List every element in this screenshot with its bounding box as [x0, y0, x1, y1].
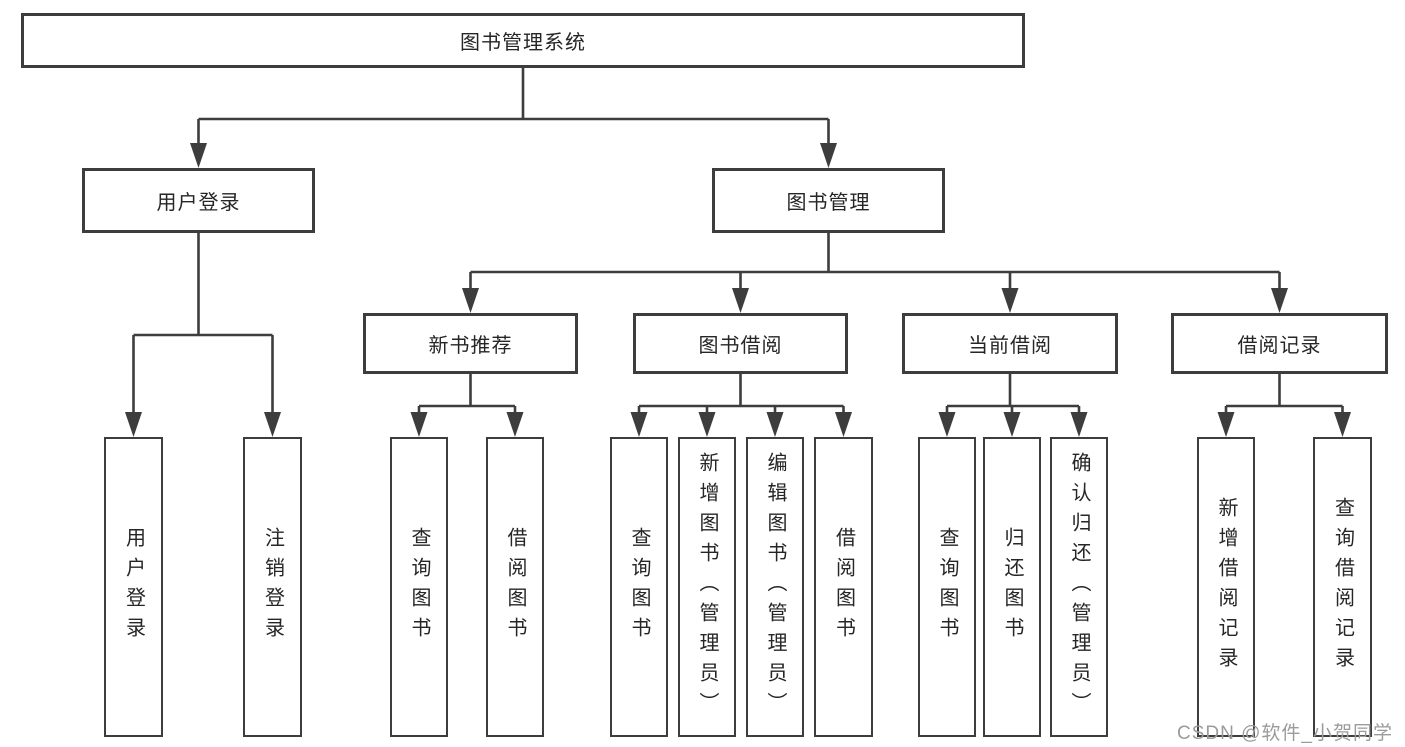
node-book-management-label: 图书管理 [786, 192, 871, 214]
arrowhead [835, 412, 852, 437]
node-borrow-records-label: 借阅记录 [1237, 335, 1322, 357]
node-user-login: 用户登录 [82, 168, 315, 233]
leaf-borrow-query-books-label: 查询图书 [628, 527, 650, 647]
arrowhead [462, 288, 479, 313]
arrowhead [766, 412, 784, 437]
node-new-book-recommend: 新书推荐 [363, 313, 578, 374]
leaf-recommend-query-books: 查询图书 [390, 437, 448, 737]
connector [197, 68, 830, 149]
leaf-logout-label: 注销登录 [261, 527, 284, 647]
connector [132, 232, 274, 418]
leaf-borrow-edit-books-admin-label: 编辑图书（管理员） [764, 452, 786, 722]
leaf-current-query-books: 查询图书 [918, 437, 976, 737]
leaf-current-confirm-return-admin-label: 确认归还（管理员） [1068, 452, 1090, 722]
node-borrow-records: 借阅记录 [1171, 313, 1388, 374]
leaf-borrow-add-books-admin-label: 新增图书（管理员） [696, 452, 718, 722]
leaf-current-confirm-return-admin: 确认归还（管理员） [1050, 437, 1108, 737]
leaf-borrow-query-books: 查询图书 [610, 437, 668, 737]
leaf-records-query-record-label: 查询借阅记录 [1331, 497, 1354, 677]
arrowhead [190, 143, 207, 168]
arrowhead [698, 412, 716, 437]
leaf-user-login: 用户登录 [104, 437, 163, 737]
leaf-records-add-record-label: 新增借阅记录 [1215, 497, 1237, 677]
node-book-borrow-label: 图书借阅 [698, 335, 783, 357]
leaf-user-login-label: 用户登录 [122, 527, 145, 647]
connector [469, 233, 1281, 294]
node-book-management: 图书管理 [712, 168, 945, 233]
leaf-current-return-books-label: 归还图书 [1001, 527, 1023, 647]
node-root-label: 图书管理系统 [460, 32, 586, 54]
leaf-recommend-borrow-books: 借阅图书 [486, 437, 544, 737]
leaf-recommend-borrow-books-label: 借阅图书 [504, 527, 526, 647]
arrowhead [506, 412, 524, 437]
csdn-watermark: CSDN @软件_小贺同学 [1177, 723, 1393, 744]
leaf-logout: 注销登录 [243, 437, 302, 737]
leaf-borrow-edit-books-admin: 编辑图书（管理员） [746, 437, 804, 737]
arrowhead [264, 412, 281, 437]
leaf-records-query-record: 查询借阅记录 [1313, 437, 1372, 737]
connector [1224, 374, 1344, 418]
connector [417, 374, 517, 418]
node-root: 图书管理系统 [21, 13, 1025, 68]
arrowhead [1271, 288, 1288, 313]
leaf-current-return-books: 归还图书 [983, 437, 1041, 737]
node-current-borrow: 当前借阅 [902, 313, 1118, 374]
node-user-login-label: 用户登录 [156, 192, 241, 214]
node-book-borrow: 图书借阅 [633, 313, 848, 374]
arrowhead [732, 288, 749, 313]
arrowhead [1217, 412, 1235, 437]
arrowhead [820, 143, 837, 168]
leaf-current-query-books-label: 查询图书 [936, 527, 958, 647]
leaf-borrow-add-books-admin: 新增图书（管理员） [678, 437, 736, 737]
arrowhead [125, 412, 142, 437]
leaf-records-add-record: 新增借阅记录 [1197, 437, 1255, 737]
node-new-book-recommend-label: 新书推荐 [428, 335, 513, 357]
leaf-borrow-borrow-books: 借阅图书 [814, 437, 873, 737]
arrowhead [1334, 412, 1351, 437]
arrowhead [1001, 288, 1019, 313]
arrowhead [410, 412, 428, 437]
arrowhead [1070, 412, 1088, 437]
leaf-recommend-query-books-label: 查询图书 [408, 527, 430, 647]
connector [637, 374, 845, 418]
arrowhead [630, 412, 648, 437]
arrowhead [1003, 412, 1021, 437]
connector [945, 374, 1081, 418]
node-current-borrow-label: 当前借阅 [968, 335, 1052, 357]
leaf-borrow-borrow-books-label: 借阅图书 [832, 527, 855, 647]
arrowhead [938, 412, 956, 437]
